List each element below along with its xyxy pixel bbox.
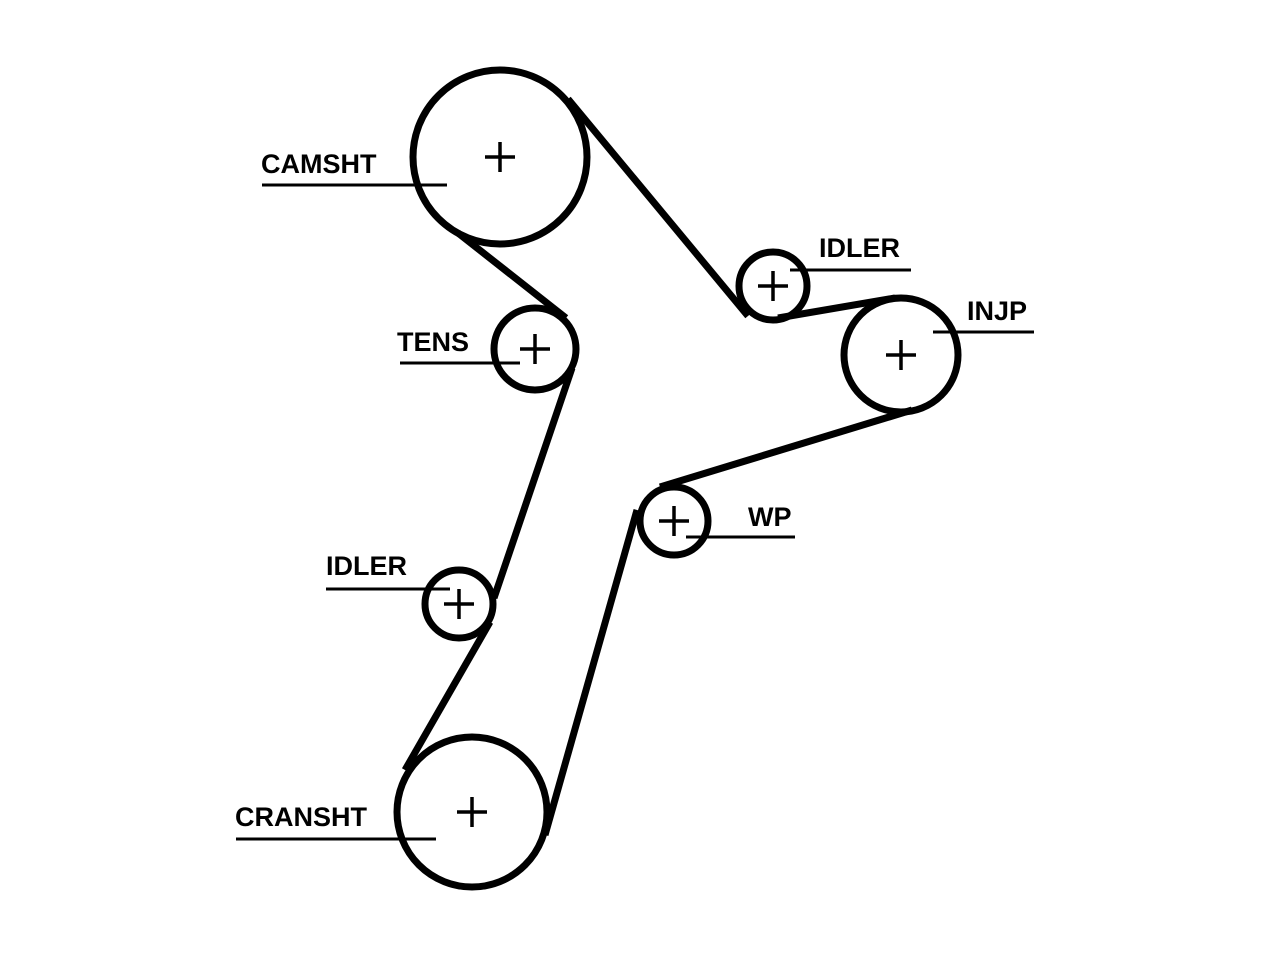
timing-belt [401, 96, 914, 836]
camshaft-pulley-circle [409, 66, 591, 248]
injection-pump-pulley-circle [840, 294, 962, 416]
idler-lower-pulley: IDLER [326, 551, 497, 642]
crankshaft-label: CRANSHT [235, 802, 368, 832]
belt-span-camshaft-to-idler-upper [565, 96, 751, 319]
water-pump-label: WP [748, 502, 792, 532]
belt-span-wp-to-crankshaft [541, 509, 641, 836]
tensioner-label: TENS [397, 327, 469, 357]
idler-upper-pulley: IDLER [735, 233, 911, 324]
idler-lower-pulley-circle [421, 566, 497, 642]
injection-pump-label: INJP [967, 296, 1027, 326]
camshaft-label: CAMSHT [261, 149, 377, 179]
belt-span-idler-lower-to-tens [490, 366, 576, 600]
tensioner-pulley-circle [490, 304, 580, 394]
belt-span-injp-to-wp [658, 406, 914, 491]
crankshaft-pulley: CRANSHT [235, 733, 551, 891]
camshaft-pulley: CAMSHT [261, 66, 591, 248]
water-pump-pulley: WP [636, 483, 795, 559]
tensioner-pulley: TENS [397, 304, 580, 394]
idler-upper-label: IDLER [819, 233, 900, 263]
belt-span-crankshaft-to-idler-lower [401, 620, 494, 772]
idler-lower-label: IDLER [326, 551, 407, 581]
crankshaft-pulley-circle [393, 733, 551, 891]
idler-upper-pulley-circle [735, 248, 811, 324]
injection-pump-pulley: INJP [840, 294, 1034, 416]
water-pump-pulley-circle [636, 483, 712, 559]
belt-span-tens-to-camshaft [455, 230, 569, 321]
